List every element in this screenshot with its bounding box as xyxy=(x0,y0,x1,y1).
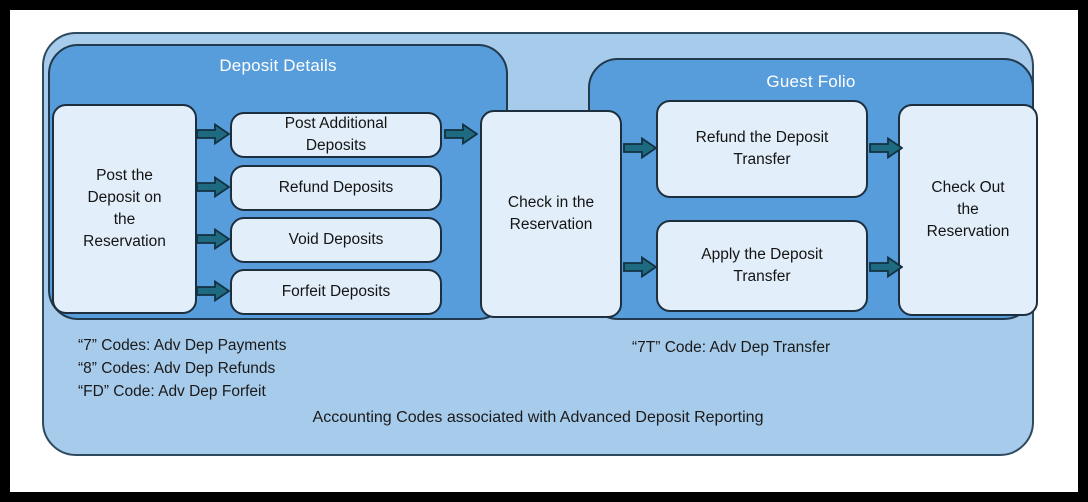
arrow-right-icon-checkin-to-refund-transfer xyxy=(623,137,657,159)
group-title-guest-folio: Guest Folio xyxy=(766,72,856,91)
note-line: “FD” Code: Adv Dep Forfeit xyxy=(78,383,266,400)
arrow-right-icon-refund-transfer-to-checkout xyxy=(869,137,903,159)
note-line: “7” Codes: Adv Dep Payments xyxy=(78,337,287,354)
arrow-right-icon-additional-to-checkin xyxy=(444,123,478,145)
arrow-right-icon-post-to-void xyxy=(196,228,230,250)
arrow-right-icon-post-to-forfeit xyxy=(196,280,230,302)
arrow-right-icon-apply-transfer-to-checkout xyxy=(869,256,903,278)
node-forfeit-deposits[interactable]: Forfeit Deposits xyxy=(230,269,442,315)
node-refund-deposits[interactable]: Refund Deposits xyxy=(230,165,442,211)
notes-left: “7” Codes: Adv Dep Payments “8” Codes: A… xyxy=(78,334,287,403)
arrow-right-icon-post-to-refund xyxy=(196,176,230,198)
node-label: Void Deposits xyxy=(288,231,384,248)
node-void-deposits[interactable]: Void Deposits xyxy=(230,217,442,263)
arrow-right-icon-checkin-to-apply-transfer xyxy=(623,256,657,278)
note-line: “7T” Code: Adv Dep Transfer xyxy=(632,339,831,356)
group-title-deposit-details: Deposit Details xyxy=(219,56,337,75)
note-line: “8” Codes: Adv Dep Refunds xyxy=(78,360,276,377)
notes-right: “7T” Code: Adv Dep Transfer xyxy=(632,336,830,359)
arrow-right-icon-post-to-additional xyxy=(196,123,230,145)
node-label: Forfeit Deposits xyxy=(281,283,391,300)
node-label: Refund Deposits xyxy=(278,179,394,196)
